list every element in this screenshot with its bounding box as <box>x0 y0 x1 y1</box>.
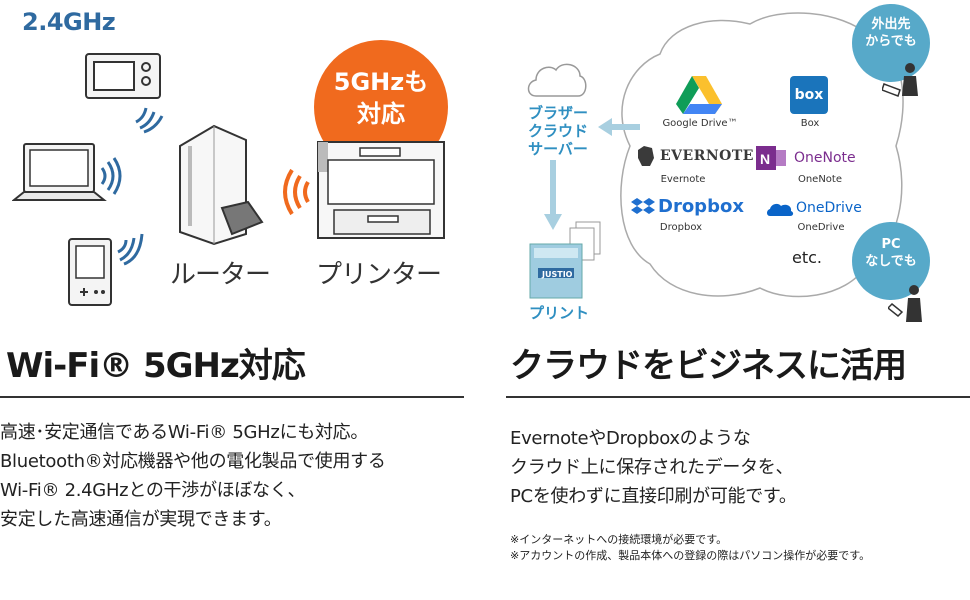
handheld-device-icon <box>68 238 112 306</box>
right-body-line: クラウド上に保存されたデータを、 <box>510 457 794 478</box>
right-body-line: PCを使わずに直接印刷が可能です。 <box>510 486 797 507</box>
right-heading: クラウドをビジネスに活用 <box>510 346 907 386</box>
outside-badge: 外出先 からでも <box>852 4 930 82</box>
onenote-icon: N <box>756 146 786 170</box>
svg-text:N: N <box>760 151 770 167</box>
onenote-logo: OneNote <box>794 150 856 166</box>
note-line: ※アカウントの作成、製品本体への登録の際はパソコン操作が必要です。 <box>510 549 871 562</box>
laptop-icon <box>12 143 107 201</box>
badge-line2: 対応 <box>357 100 405 128</box>
badge-line: からでも <box>865 34 917 49</box>
badge-line: 外出先 <box>871 17 911 32</box>
wifi-waves-icon <box>117 233 144 266</box>
dropbox-label: Dropbox <box>659 222 703 233</box>
note-line: ※インターネットへの接続環境が必要です。 <box>510 533 728 546</box>
printer-label: プリンター <box>316 260 442 290</box>
etc-label: etc. <box>792 248 822 267</box>
person-with-phone-icon <box>888 285 922 322</box>
arrow-left-icon <box>598 118 640 136</box>
left-heading: Wi-Fi® 5GHz対応 <box>6 346 306 386</box>
dropbox-logo: Dropbox <box>658 196 744 217</box>
router-icon <box>179 124 264 246</box>
printer-icon <box>317 141 445 239</box>
box-logo: box <box>790 76 828 114</box>
right-notes: ※インターネットへの接続環境が必要です。 ※アカウントの作成、製品本体への登録の… <box>510 532 970 564</box>
wifi-waves-icon <box>135 107 164 134</box>
badge-line1: 5GHzも <box>333 68 429 96</box>
left-body-line: 安定した高速通信が実現できます。 <box>0 509 282 530</box>
printer-brand: JUSTIO <box>542 270 573 279</box>
google-drive-label: Google Drive™ <box>662 118 738 129</box>
cloud-label-line: クラウド <box>527 122 588 140</box>
onedrive-logo: OneDrive <box>796 200 862 216</box>
box-label: Box <box>800 118 820 129</box>
evernote-label: Evernote <box>660 174 706 185</box>
right-divider <box>506 396 970 398</box>
badge-line: PC <box>881 237 901 252</box>
print-label: プリント <box>528 304 589 322</box>
onedrive-label: OneDrive <box>797 222 845 233</box>
small-cloud-icon <box>527 63 587 97</box>
right-body: EvernoteやDropboxのような クラウド上に保存されたデータを、 PC… <box>510 424 970 511</box>
right-body-line: EvernoteやDropboxのような <box>510 428 751 449</box>
arrow-down-icon <box>544 160 562 230</box>
band-label: 2.4GHz <box>22 8 116 36</box>
onedrive-cloud-icon <box>767 203 794 216</box>
wifi-waves-icon <box>283 168 310 216</box>
cloud-label-line: ブラザー <box>527 104 588 122</box>
evernote-elephant-icon <box>638 146 654 166</box>
wifi-waves-icon <box>100 157 122 195</box>
cloud-label-line: サーバー <box>528 140 588 158</box>
brother-cloud-label: ブラザー クラウド サーバー <box>510 104 606 158</box>
left-body: 高速･安定通信であるWi-Fi® 5GHzにも対応。 Bluetooth®対応機… <box>0 418 470 534</box>
onenote-label: OneNote <box>797 174 843 185</box>
multifunction-printer-icon <box>529 221 601 299</box>
badge-line: なしでも <box>865 254 917 269</box>
person-with-tablet-icon <box>882 63 918 97</box>
dropbox-icon <box>631 198 655 214</box>
left-divider <box>0 396 464 398</box>
evernote-logo: EVERNOTE <box>660 148 754 164</box>
router-label: ルーター <box>170 260 271 290</box>
left-body-line: 高速･安定通信であるWi-Fi® 5GHzにも対応。 <box>0 422 369 443</box>
microwave-icon <box>85 53 161 99</box>
left-body-line: Wi-Fi® 2.4GHzとの干渉がほぼなく、 <box>0 480 306 501</box>
google-drive-icon <box>676 76 722 114</box>
left-body-line: Bluetooth®対応機器や他の電化製品で使用する <box>0 451 386 472</box>
